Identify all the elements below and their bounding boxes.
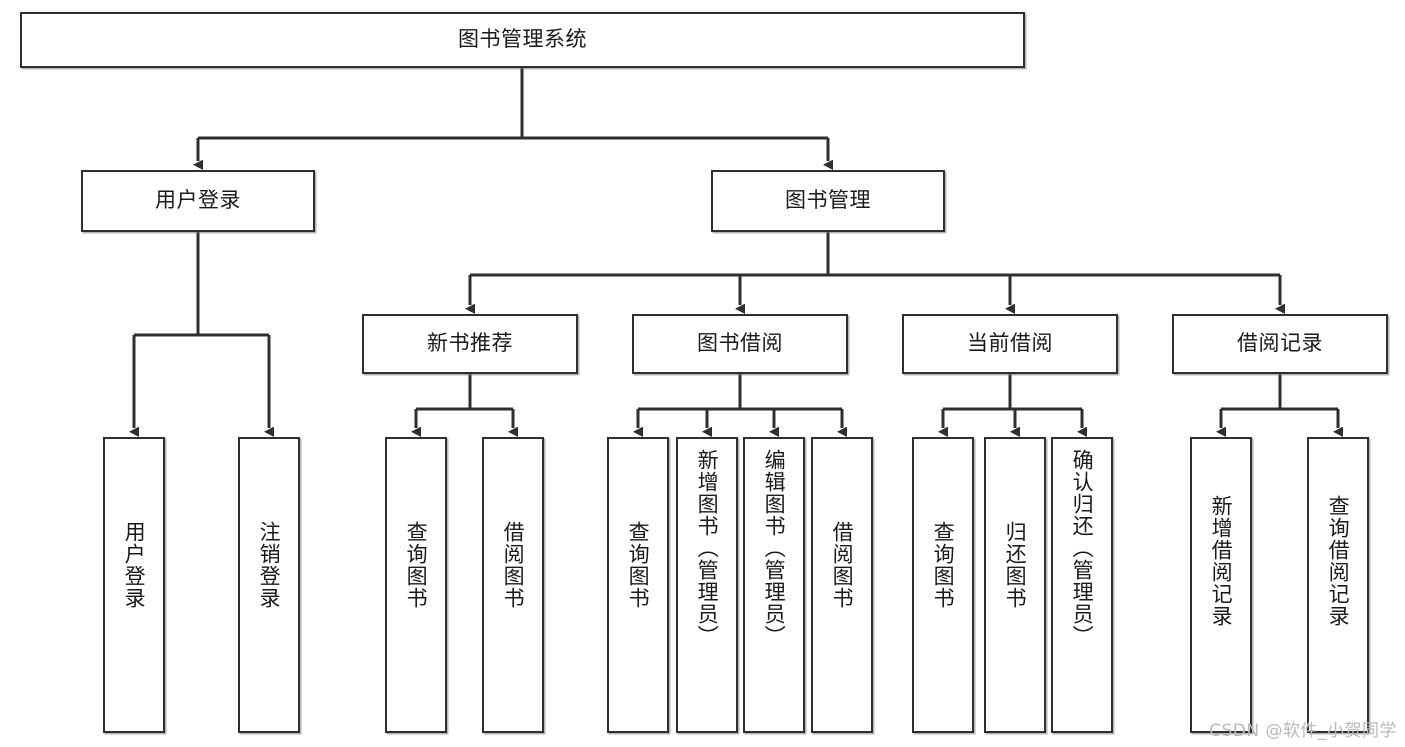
node-user-login[interactable]: 用户登录: [81, 170, 315, 232]
leaf-add-borrow-record-label: 新增借阅记录: [1209, 495, 1234, 627]
node-current-borrow[interactable]: 当前借阅: [902, 314, 1118, 374]
leaf-return-book-label: 归还图书: [1003, 521, 1028, 609]
leaf-query-book-label: 查询图书: [626, 521, 651, 609]
leaf-edit-book-admin[interactable]: 编辑图书（管理员）: [743, 437, 805, 733]
leaf-borrow-book[interactable]: 借阅图书: [811, 437, 873, 733]
node-borrow-record[interactable]: 借阅记录: [1172, 314, 1388, 374]
leaf-add-borrow-record[interactable]: 新增借阅记录: [1190, 437, 1252, 733]
leaf-borrow-book-label: 借阅图书: [830, 521, 855, 609]
leaf-query-book[interactable]: 查询图书: [607, 437, 669, 733]
node-book-management[interactable]: 图书管理: [711, 170, 945, 232]
node-root-label: 图书管理系统: [458, 27, 587, 52]
node-book-management-label: 图书管理: [785, 188, 871, 213]
node-borrow-record-label: 借阅记录: [1237, 331, 1323, 356]
watermark: CSDN @软件_小贺同学: [1209, 721, 1397, 741]
leaf-query-book-recommend-label: 查询图书: [404, 521, 429, 609]
leaf-user-login[interactable]: 用户登录: [103, 437, 165, 733]
leaf-confirm-return-admin[interactable]: 确认归还（管理员）: [1051, 437, 1113, 733]
leaf-return-book[interactable]: 归还图书: [984, 437, 1046, 733]
leaf-user-login-label: 用户登录: [122, 521, 147, 609]
node-book-borrow[interactable]: 图书借阅: [632, 314, 848, 374]
node-user-login-label: 用户登录: [155, 188, 241, 213]
leaf-query-book-current[interactable]: 查询图书: [912, 437, 974, 733]
node-new-book-recommend-label: 新书推荐: [427, 331, 513, 356]
leaf-add-book-admin-label: 新增图书（管理员）: [695, 449, 720, 647]
leaf-confirm-return-admin-label: 确认归还（管理员）: [1070, 449, 1095, 647]
leaf-borrow-book-recommend[interactable]: 借阅图书: [482, 437, 544, 733]
leaf-logout[interactable]: 注销登录: [238, 437, 300, 733]
leaf-edit-book-admin-label: 编辑图书（管理员）: [762, 449, 787, 647]
node-current-borrow-label: 当前借阅: [967, 331, 1053, 356]
leaf-query-borrow-record[interactable]: 查询借阅记录: [1307, 437, 1369, 733]
leaf-borrow-book-recommend-label: 借阅图书: [501, 521, 526, 609]
leaf-add-book-admin[interactable]: 新增图书（管理员）: [676, 437, 738, 733]
leaf-logout-label: 注销登录: [257, 521, 282, 609]
node-new-book-recommend[interactable]: 新书推荐: [362, 314, 578, 374]
node-book-borrow-label: 图书借阅: [697, 331, 783, 356]
node-root[interactable]: 图书管理系统: [20, 12, 1025, 68]
leaf-query-book-current-label: 查询图书: [931, 521, 956, 609]
leaf-query-borrow-record-label: 查询借阅记录: [1326, 495, 1351, 627]
leaf-query-book-recommend[interactable]: 查询图书: [385, 437, 447, 733]
